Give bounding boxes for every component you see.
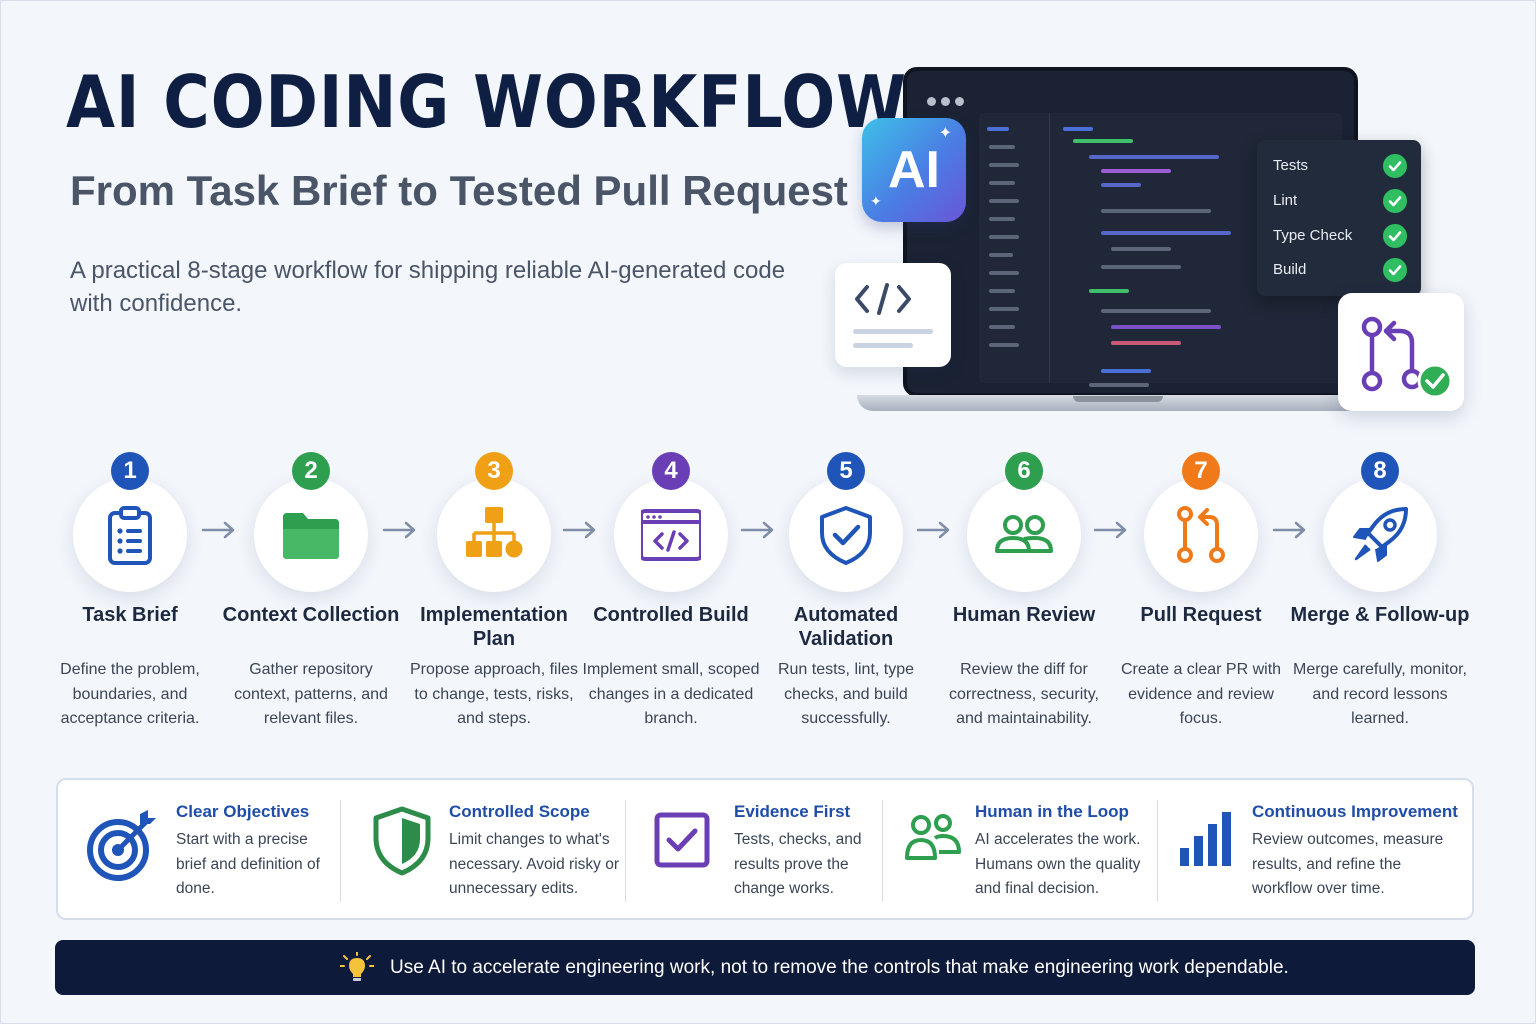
rocket-icon (1353, 507, 1408, 562)
step-description: Review the diff for correctness, securit… (949, 661, 1099, 727)
window-controls (927, 93, 969, 111)
principles-panel: Clear Objectives Start with a precise br… (56, 778, 1474, 920)
shield-icon (373, 806, 431, 876)
arrow-right-icon (201, 521, 235, 539)
step-description: Implement small, scoped changes in a ded… (582, 661, 760, 727)
arrow-right-icon (562, 521, 596, 539)
step-description: Merge carefully, monitor, and record les… (1293, 661, 1467, 727)
code-card (835, 263, 951, 367)
step-number: 7 (1182, 452, 1220, 490)
step-description: Create a clear PR with evidence and revi… (1120, 661, 1282, 727)
principle-description: Start with a precise brief and definitio… (176, 831, 320, 897)
bar-chart-icon (1180, 812, 1231, 866)
bottom-banner: Use AI to accelerate engineering work, n… (55, 940, 1475, 995)
arrow-right-icon (382, 521, 416, 539)
principle-description: Review outcomes, measure results, and re… (1252, 831, 1444, 897)
pull-request-icon (1177, 506, 1225, 563)
step-description: Gather repository context, patterns, and… (234, 661, 388, 727)
ai-badge: AI ✦ ✦ (862, 118, 966, 222)
sparkle-icon: ✦ (938, 125, 952, 142)
principle-continuous-improvement: Continuous Improvement Review outcomes, … (1158, 780, 1474, 922)
code-window-icon (641, 509, 701, 561)
pull-request-card (1338, 293, 1464, 411)
step-icon-circle (1323, 478, 1437, 592)
principle-title: Evidence First (734, 802, 851, 821)
principle-description: AI accelerates the work. Humans own the … (975, 831, 1141, 897)
step-icon-circle (1144, 478, 1258, 592)
column-divider (1157, 800, 1158, 902)
arrow-right-icon (1272, 521, 1306, 539)
arrow-right-icon (1093, 521, 1127, 539)
step-label: Context Collection (222, 604, 400, 626)
step-number: 8 (1361, 452, 1399, 490)
step-label: Task Brief (82, 604, 178, 626)
merged-pr-icon (1361, 316, 1453, 399)
principle-title: Controlled Scope (449, 802, 590, 821)
page-subtitle: From Task Brief to Tested Pull Request (70, 167, 848, 214)
lightbulb-icon (340, 952, 374, 981)
principle-description: Limit changes to what's necessary. Avoid… (449, 831, 619, 897)
step-number: 5 (827, 452, 865, 490)
check-passed-icon (1383, 224, 1407, 248)
principle-title: Clear Objectives (176, 802, 310, 821)
principle-controlled-scope: Controlled Scope Limit changes to what's… (341, 780, 625, 922)
shield-check-icon (820, 506, 872, 565)
intro-text: A practical 8-stage workflow for shippin… (70, 257, 786, 317)
laptop-base (857, 395, 1377, 411)
check-passed-icon (1383, 258, 1407, 282)
step-description: Define the problem, boundaries, and acce… (60, 661, 200, 727)
check-row-type-check: Type Check (1273, 224, 1407, 248)
banner-text: Use AI to accelerate engineering work, n… (390, 957, 1289, 978)
check-row-build: Build (1273, 258, 1407, 282)
step-icon-circle (789, 478, 903, 592)
checkbox-icon (654, 812, 710, 868)
checks-panel: Tests Lint Type Check Build (1257, 140, 1421, 296)
column-divider (882, 800, 883, 902)
step-icon-circle (437, 478, 551, 592)
people-icon (905, 814, 961, 860)
step-number: 3 (475, 452, 513, 490)
step-icon-circle (614, 478, 728, 592)
step-number: 2 (292, 452, 330, 490)
step-description: Run tests, lint, type checks, and build … (777, 661, 915, 727)
arrow-right-icon (916, 521, 950, 539)
step-label: Controlled Build (593, 604, 749, 626)
principle-human-in-the-loop: Human in the Loop AI accelerates the wor… (883, 780, 1157, 922)
sparkle-icon: ✦ (870, 193, 882, 209)
step-icon-circle (254, 478, 368, 592)
step-description: Propose approach, files to change, tests… (409, 661, 579, 727)
page-title: AI CODING WORKFLOW (66, 60, 907, 144)
principle-evidence-first: Evidence First Tests, checks, and result… (626, 780, 882, 922)
step-label: Merge & Follow-up (1290, 604, 1470, 626)
hierarchy-icon (466, 507, 523, 558)
principle-title: Human in the Loop (975, 802, 1129, 821)
laptop-notch (1073, 396, 1163, 402)
step-label: Pull Request (1140, 604, 1262, 626)
step-number: 4 (652, 452, 690, 490)
ai-badge-label: AI (888, 141, 940, 199)
principle-title: Continuous Improvement (1252, 802, 1458, 821)
principle-description: Tests, checks, and results prove the cha… (734, 831, 862, 897)
column-divider (340, 800, 341, 902)
check-passed-icon (1383, 189, 1407, 213)
clipboard-icon (108, 506, 152, 565)
folder-icon (283, 513, 339, 559)
check-passed-icon (1383, 154, 1407, 178)
column-divider (625, 800, 626, 902)
step-icon-circle (967, 478, 1081, 592)
step-number: 1 (111, 452, 149, 490)
target-icon (87, 810, 156, 881)
people-icon (995, 515, 1053, 553)
step-label: Implementation Plan (420, 604, 568, 650)
principle-clear-objectives: Clear Objectives Start with a precise br… (58, 780, 340, 922)
step-icon-circle (73, 478, 187, 592)
code-brackets-icon (853, 283, 933, 348)
step-label: Automated Validation (793, 604, 899, 650)
arrow-right-icon (740, 521, 774, 539)
check-row-tests: Tests (1273, 154, 1407, 178)
step-number: 6 (1005, 452, 1043, 490)
check-row-lint: Lint (1273, 189, 1407, 213)
step-label: Human Review (952, 604, 1096, 626)
